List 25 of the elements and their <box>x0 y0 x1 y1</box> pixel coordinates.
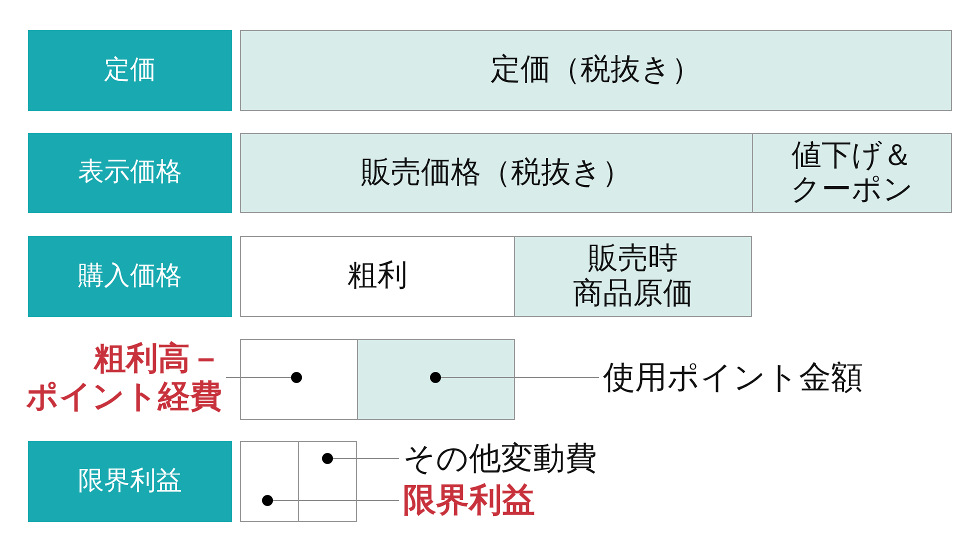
callout-label: その他変動費 <box>403 439 597 478</box>
bar-segment: 定価（税抜き） <box>240 30 952 111</box>
bar-segment: 販売価格（税抜き） <box>240 133 753 213</box>
row-label: 限界利益 <box>28 441 232 522</box>
callout-label: 限界利益 <box>403 480 535 520</box>
bar-segment: 販売時商品原価 <box>514 236 752 317</box>
dot-icon <box>262 495 273 506</box>
bar-segment: 粗利 <box>240 236 515 317</box>
callout-label: 粗利高－ポイント経費 <box>10 339 222 416</box>
leader-line <box>440 377 600 378</box>
leader-line <box>226 377 292 378</box>
bar-segment <box>240 441 299 522</box>
bar-segment: 値下げ＆クーポン <box>752 133 952 213</box>
dot-icon <box>322 453 333 464</box>
row-label: 表示価格 <box>28 133 232 213</box>
row-label: 定価 <box>28 30 232 111</box>
row-label: 購入価格 <box>28 236 232 317</box>
bar-segment <box>357 339 515 420</box>
dot-icon <box>291 372 302 383</box>
bar-segment <box>240 339 358 420</box>
leader-line <box>332 458 400 459</box>
bar-segment <box>298 441 357 522</box>
leader-line <box>272 500 400 501</box>
callout-label: 使用ポイント金額 <box>603 358 863 396</box>
dot-icon <box>430 372 441 383</box>
